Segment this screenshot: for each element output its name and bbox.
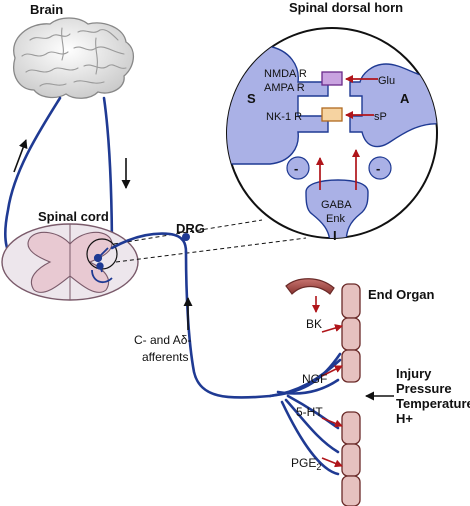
pge2-label: PGE2 [291,456,321,472]
neuron-s [227,45,329,165]
inhibit-circle-left [286,156,310,180]
blood-vessel [285,278,335,295]
ampa-r-label: AMPA R [264,82,305,94]
neuron-a-label: A [400,91,410,106]
mediator-arrows [312,296,343,468]
neuron-s-label: S [247,91,256,106]
afferents-label-line1: C- and Aδ- [134,333,191,347]
enk-label: Enk [326,213,345,225]
neuron-i-label: I [333,228,337,243]
gaba-label: GABA [321,199,352,211]
neuron-a [349,63,437,148]
stimulus-temperature: Temperature [396,396,470,411]
brain-illustration [13,17,134,99]
zoom-connector-bottom [115,237,307,263]
inhibit-circle-right [368,156,392,180]
spinal-cord-label: Spinal cord [38,209,109,224]
dorsal-horn-title: Spinal dorsal horn [289,0,403,15]
stimulus-hydrogen: H+ [396,411,413,426]
nmda-r-label: NMDA R [264,68,307,80]
afferents-label-line2: afferents [142,350,188,364]
ascending-arrow [13,139,28,173]
minus-right: - [376,161,380,176]
drg-ganglion [182,233,190,241]
brain-title: Brain [30,2,63,17]
dorsal-horn-arrows [316,75,378,190]
stimulus-injury: Injury [396,366,432,381]
end-organ-label: End Organ [368,287,435,302]
nk1-receptor [321,107,343,122]
drg-label: DRG [176,221,205,236]
5ht-label: 5-HT [296,405,323,419]
ngf-label: NGF [302,372,327,386]
end-organ-cells [341,283,361,506]
minus-left: - [294,161,298,176]
dorsal-horn-zoom: - - S A I NMDA R AMPA R NK-1 R Glu sP GA… [226,27,438,243]
neuron-i [305,179,369,238]
glu-label: Glu [378,75,395,87]
sp-label: sP [374,111,387,123]
nmda-ampa-receptor [321,71,343,86]
spinal-cord-section [1,223,139,301]
bk-label: BK [306,317,322,331]
stimulus-pressure: Pressure [396,381,452,396]
nk1-r-label: NK-1 R [266,111,302,123]
cord-neurons [91,247,113,284]
zoom-connector-top [113,219,263,245]
